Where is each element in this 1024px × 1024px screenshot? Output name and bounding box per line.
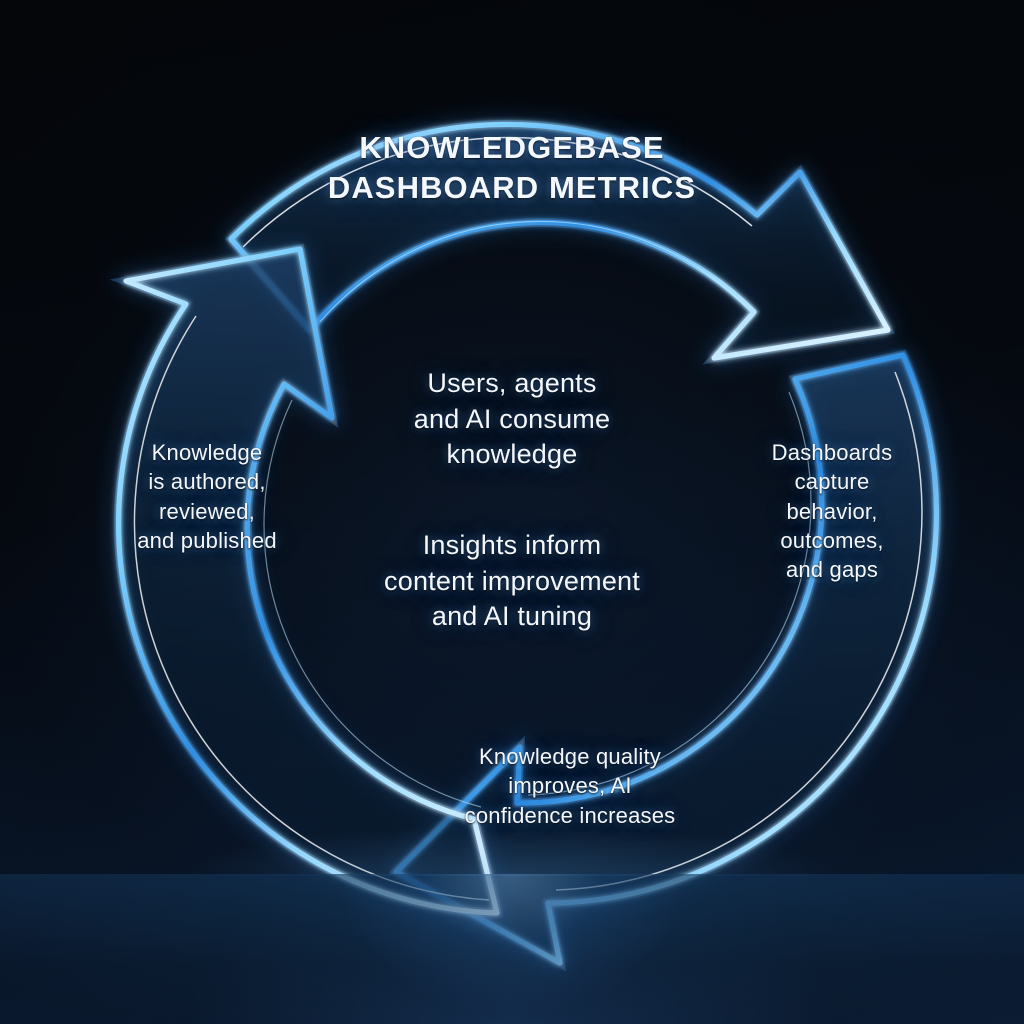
label-authoring-stage: Knowledge is authored, reviewed, and pub… [112, 438, 302, 555]
diagram-title: KNOWLEDGEBASE DASHBOARD METRICS [232, 128, 792, 209]
label-bottom-line-3: confidence increases [464, 802, 676, 828]
center-a-line-2: and AI consume [413, 403, 611, 434]
title-line-2: DASHBOARD METRICS [327, 170, 697, 206]
label-right-line-2: capture [794, 469, 870, 495]
label-right-line-4: outcomes, [780, 527, 884, 553]
label-left-line-4: and published [137, 527, 277, 553]
center-a-line-3: knowledge [446, 439, 578, 470]
center-a-line-1: Users, agents [427, 368, 597, 398]
center-text-insights: Insights inform content improvement and … [312, 528, 712, 635]
title-line-1: KNOWLEDGEBASE [359, 130, 665, 165]
arrow-top-left [109, 243, 503, 918]
label-left-line-2: is authored, [148, 469, 266, 495]
label-bottom-line-2: improves, AI [508, 773, 632, 799]
center-b-line-1: Insights inform [422, 530, 602, 560]
label-right-line-5: and gaps [785, 557, 879, 582]
label-right-line-3: behavior, [786, 498, 878, 524]
center-b-line-2: content improvement [384, 565, 640, 596]
center-b-line-3: and AI tuning [431, 601, 593, 632]
arrow-top-right [224, 119, 896, 365]
label-measurement-stage: Dashboards capture behavior, outcomes, a… [752, 438, 912, 584]
label-right-line-1: Dashboards [771, 440, 893, 465]
label-improvement-stage: Knowledge quality improves, AI confidenc… [430, 742, 710, 830]
center-text-consume: Users, agents and AI consume knowledge [332, 366, 692, 473]
label-left-line-3: reviewed, [159, 498, 255, 524]
label-bottom-line-1: Knowledge quality [479, 744, 661, 769]
label-left-line-1: Knowledge [151, 440, 263, 465]
